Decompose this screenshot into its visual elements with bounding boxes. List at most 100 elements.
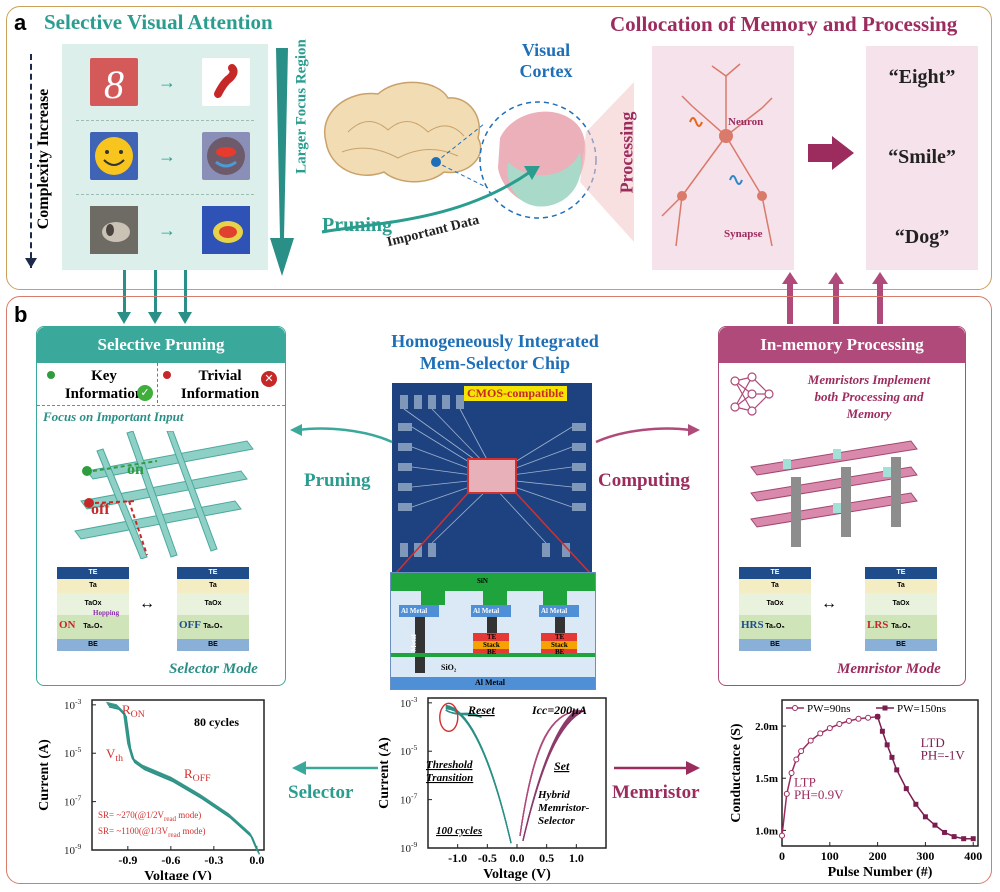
data-point	[855, 715, 862, 722]
data-point	[932, 822, 938, 828]
cycles-annotation: 100 cycles	[436, 825, 482, 837]
processing-label: Processing	[616, 111, 637, 194]
neuron-label: Neuron	[728, 116, 764, 128]
hrs-stack: TE Ta TaOx Ta₂O₅ BE	[739, 567, 811, 651]
series-line	[519, 709, 577, 836]
data-point	[788, 770, 795, 776]
data-point	[836, 720, 843, 727]
reset-annotation: Reset	[467, 703, 495, 717]
x-tick-label: -0.3	[204, 853, 223, 867]
icc-annotation: Icc=200μA	[531, 703, 587, 717]
arrow-down-icon	[25, 258, 37, 268]
y-axis-label: Current (A)	[377, 737, 392, 809]
check-icon: ✓	[137, 385, 153, 401]
off-label: off	[91, 501, 110, 518]
legend-label: PW=150ns	[897, 703, 946, 715]
series-line	[522, 709, 586, 841]
focus-important-input: Focus on Important Input	[43, 409, 184, 424]
x-tick-label: 400	[964, 849, 982, 863]
on-label: on	[127, 461, 144, 478]
sr-annotation: SR= ~270(@1/2Vread mode)	[98, 810, 201, 823]
x-tick-label: 0.5	[539, 851, 554, 865]
focus-label: Larger Focus Region	[293, 39, 310, 174]
data-point	[793, 756, 800, 763]
series-line	[108, 706, 261, 855]
plot-frame	[91, 699, 265, 851]
data-point	[879, 728, 885, 734]
ltp-annotation: LTP	[794, 775, 816, 790]
data-point	[922, 814, 928, 820]
focus-arrow	[270, 48, 294, 276]
y-tick-label: 1.5m	[755, 773, 778, 785]
cross-icon: ✕	[261, 371, 277, 387]
sr-annotation: SR= ~1100(@1/3Vread mode)	[98, 826, 205, 839]
output-dog: “Dog”	[894, 226, 950, 248]
data-point	[894, 767, 900, 773]
brain-illustration	[321, 81, 634, 242]
y-tick-label: 2.0m	[755, 721, 778, 733]
series-line	[445, 708, 512, 844]
data-point	[903, 786, 909, 792]
be-label: BE	[555, 648, 565, 656]
data-point	[875, 714, 881, 720]
pruning-arrow-label: Pruning	[304, 470, 371, 491]
v-th-annotation: Vth	[106, 746, 123, 764]
digit-image: 8	[90, 58, 138, 107]
computing-arrow-label: Computing	[598, 470, 690, 491]
cross-section: SiN Al Metal Al Metal Al Metal TE Stack …	[390, 572, 596, 690]
x-tick-label: 0	[779, 849, 785, 863]
data-point	[884, 742, 890, 748]
x-tick-label: -0.6	[161, 853, 180, 867]
memristor-crossbar-illustration	[750, 440, 918, 547]
panel-b-frame	[6, 296, 992, 884]
y-tick-label: 10-7	[64, 794, 82, 809]
hybrid-annotation: Memristor-	[537, 802, 590, 814]
sin-label: SiN	[477, 577, 488, 585]
dog-image	[90, 206, 138, 254]
trivial-dot-icon	[163, 371, 171, 379]
on-stack: TE Ta TaOx Ta₂O₅ BE	[57, 567, 129, 651]
y-tick-label: 10-5	[400, 743, 418, 758]
data-point	[970, 836, 976, 842]
collocation-title: Collocation of Memory and Processing	[610, 12, 958, 36]
attention-title: Selective Visual Attention	[44, 10, 273, 34]
divider	[157, 363, 158, 403]
x-axis-label: Pulse Number (#)	[828, 865, 933, 880]
panel-a-label: a	[14, 10, 27, 35]
selector-crossbar-illustration	[74, 431, 254, 559]
data-point	[783, 790, 790, 797]
transition-annotation: Transition	[426, 772, 473, 784]
data-point	[889, 754, 895, 760]
ltd-annotation: PH=-1V	[921, 747, 966, 762]
x-tick-label: -0.5	[478, 851, 497, 865]
al-metal-label: Al Metal	[473, 607, 500, 615]
memristor-arrow	[614, 761, 700, 775]
y-tick-label: 1.0m	[755, 825, 778, 837]
lrs-stack: TE Ta TaOx Ta₂O₅ BE	[865, 567, 937, 651]
data-point	[826, 725, 833, 732]
y-tick-label: 10-3	[400, 695, 418, 710]
stack-label: Stack	[483, 641, 500, 649]
y-axis-label: Conductance (S)	[729, 723, 744, 823]
y-axis-label: Current (A)	[37, 739, 52, 811]
set-annotation: Set	[554, 759, 570, 773]
divider	[76, 194, 254, 195]
attention-box: 8 → → →	[62, 44, 268, 270]
selector-arrow	[292, 761, 378, 775]
ltd-annotation: LTD	[921, 735, 945, 750]
selector-arrow-label: Selector	[288, 782, 354, 803]
smiley-attention-image	[202, 132, 250, 180]
x-axis-label: Voltage (V)	[144, 869, 212, 880]
lrs-label: LRS	[867, 619, 889, 631]
output-eight: “Eight”	[888, 66, 956, 88]
smiley-image	[90, 132, 138, 180]
selective-pruning-title: Selective Pruning	[37, 327, 285, 363]
on-state-label: ON	[59, 619, 76, 631]
ltp-annotation: PH=0.9V	[794, 787, 844, 802]
attention-to-pruning-arrows	[117, 270, 192, 324]
